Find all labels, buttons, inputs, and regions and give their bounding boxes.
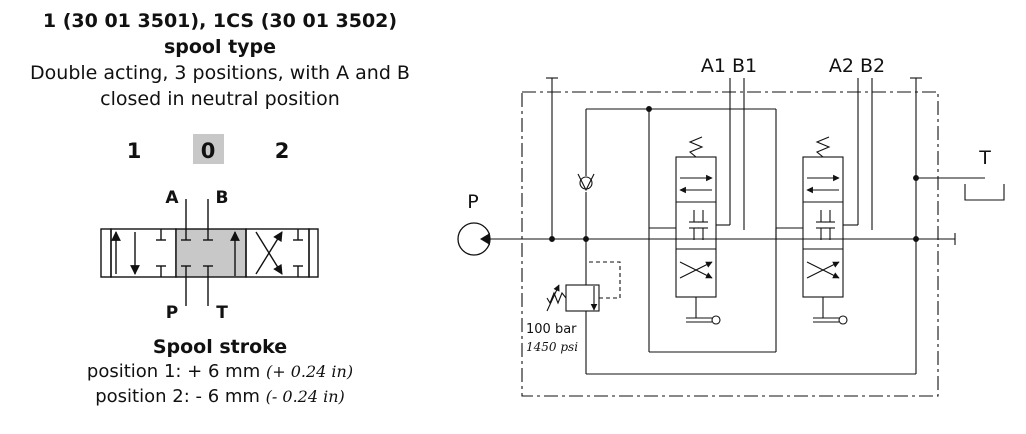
pos2-arrow-cross2: [255, 231, 283, 275]
circuit-labels: A1 B1 A2 B2 P T 100 bar 1450 psi: [467, 55, 991, 354]
position-label-0: 0: [201, 139, 216, 163]
spool-position-labels: 1 0 2: [127, 134, 290, 164]
spool-port-t-label: T: [216, 303, 228, 323]
stroke-position-2: position 2: - 6 mm (- 0.24 in): [0, 386, 440, 407]
spool-port-b-label: B: [216, 188, 229, 208]
spool-port-p-label: P: [166, 303, 178, 323]
stroke-position-1: position 1: + 6 mm (+ 0.24 in): [0, 361, 440, 382]
spool-type-heading: spool type: [163, 36, 277, 58]
spool-box-position-2: [245, 228, 310, 278]
spool-stroke-heading: Spool stroke: [152, 336, 288, 358]
neutral-position-highlight: [193, 134, 224, 164]
tank-symbol: [964, 184, 1005, 201]
spool-right-cap: [308, 228, 319, 278]
check-valve-ball: [579, 176, 593, 190]
tank-port-label: T: [978, 147, 991, 169]
spool-port-a-label: A: [165, 188, 179, 208]
section-1-valve: [675, 136, 721, 325]
relief-pressure-bar: 100 bar: [526, 322, 577, 337]
pump-port-label: P: [467, 191, 478, 213]
stroke-position-1-mm: position 1: + 6 mm: [86, 361, 261, 382]
port-a1-b1-label: A1 B1: [701, 55, 757, 77]
spool-description-line2: closed in neutral position: [100, 88, 340, 110]
spool-info-panel: 1 (30 01 3501), 1CS (30 01 3502) spool t…: [0, 0, 440, 434]
spool-box-position-1: [110, 228, 177, 278]
stroke-position-1-inch: (+ 0.24 in): [265, 362, 354, 381]
position-label-2: 2: [275, 139, 290, 163]
spool-description-line1: Double acting, 3 positions, with A and B: [30, 62, 410, 84]
circuit-diagram: [457, 77, 1005, 397]
port-a2-b2-label: A2 B2: [829, 55, 885, 77]
product-codes: 1 (30 01 3501), 1CS (30 01 3502): [42, 10, 398, 32]
spool-symbol: [100, 199, 319, 306]
stroke-position-2-mm: position 2: - 6 mm: [95, 386, 260, 407]
relief-pressure-psi: 1450 psi: [526, 340, 578, 354]
section-2-valve: [802, 136, 848, 325]
stroke-position-2-inch: (- 0.24 in): [265, 387, 345, 406]
spool-port-labels: A B P T: [165, 188, 228, 323]
position-label-1: 1: [127, 139, 142, 163]
spool-left-cap: [100, 228, 112, 278]
